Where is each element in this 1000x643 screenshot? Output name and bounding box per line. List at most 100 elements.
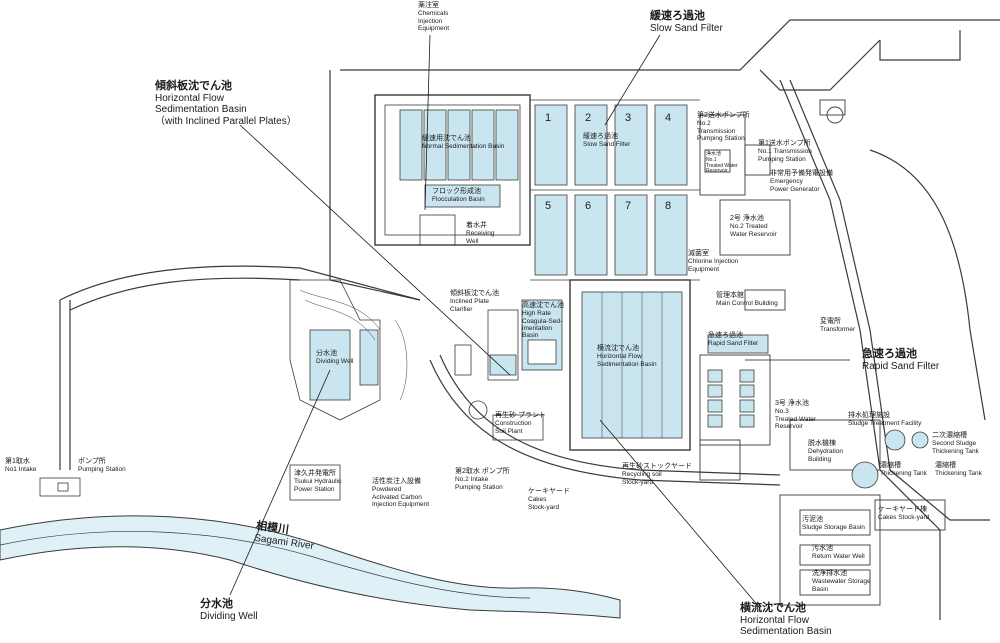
filter-bed-4 <box>654 104 688 186</box>
label-jp: 洗浄排水池 <box>812 570 847 577</box>
label-en: Sedimentation Basin <box>597 360 657 368</box>
label-en: High Rate <box>522 310 551 318</box>
roads <box>59 19 1000 620</box>
callout-leaders <box>229 34 850 609</box>
label-jp: 濃縮槽 <box>935 462 956 469</box>
second-thickening-circle <box>911 431 929 449</box>
label-en: Activated Carbon <box>372 493 422 501</box>
label-no2-treated-reservoir: 2号 浄水池 No.2 Treated Water Reservoir <box>730 215 777 238</box>
label-flocculation: フロック形成池 Flocculation Basin <box>432 188 485 204</box>
label-jp: 着水井 <box>466 222 487 229</box>
filter-bed-7 <box>614 194 648 276</box>
label-jp: フロック形成池 <box>432 188 481 195</box>
label-jp: 分水池 <box>316 350 337 357</box>
filter-number-6: 6 <box>585 200 592 212</box>
label-no1-intake: 第1取水 No1 Intake <box>5 458 36 474</box>
label-en: Basin <box>812 585 829 593</box>
label-en: Building <box>808 455 832 463</box>
callout-slow-sand-filter: 緩速ろ過池 Slow Sand Filter <box>650 10 723 34</box>
horizontal-flow-jp: 横流沈でん池 <box>740 602 806 614</box>
label-en: No.2 Intake <box>455 476 489 484</box>
label-sludge-storage: 汚泥池 Sludge Storage Basin <box>802 516 865 532</box>
horizontal-flow-basin-outline <box>569 279 691 451</box>
label-en: Sludge Treatment Facility <box>848 420 922 428</box>
normal-sedimentation-basins <box>399 109 519 181</box>
label-en: Main Control Building <box>716 300 778 308</box>
label-dehydration: 脱水機棟 Dehydration Building <box>808 440 843 463</box>
filter-bed-5 <box>534 194 568 276</box>
buildings-right <box>699 99 846 311</box>
label-en: Sludge Storage Basin <box>802 524 865 532</box>
label-jp: 第1送水ポンプ所 <box>758 140 811 147</box>
label-jp: 変電所 <box>820 318 841 325</box>
label-jp: 2号 浄水池 <box>730 215 764 222</box>
label-en: Dehydration <box>808 448 844 456</box>
label-jp: 傾斜板沈でん池 <box>450 290 499 297</box>
sagami-river <box>0 515 621 619</box>
label-pumping-station: ポンプ所 Pumping Station <box>78 458 126 474</box>
label-second-sludge-thickening: 二次濃縮槽 Second Sludge Thickening Tank <box>932 432 979 455</box>
label-en: Construction <box>495 420 532 428</box>
label-en: Cakes <box>528 496 547 504</box>
inclined-en2: Sedimentation Basin <box>155 104 247 116</box>
inclined-en3: （with Inclined Parallel Plates） <box>155 115 297 127</box>
label-en: Stock-yard <box>622 478 654 486</box>
label-en: Soil Plant <box>495 427 523 435</box>
callout-horizontal-flow: 横流沈でん池 Horizontal Flow Sedimentation Bas… <box>740 602 832 638</box>
label-jp: 高速沈でん池 <box>522 302 564 309</box>
label-jp: 津久井発電所 <box>294 470 336 477</box>
label-chemicals-injection: 薬注室 Chemicals Injection Equipment <box>418 2 449 32</box>
label-en: Powdered <box>372 486 402 494</box>
thickening-tank-circle-2 <box>851 461 879 489</box>
filter-number-2: 2 <box>585 112 592 124</box>
label-jp: 第2取水 ポンプ所 <box>455 468 510 475</box>
label-en: Thickening Tank <box>935 470 982 478</box>
dividing-well-en: Dividing Well <box>200 610 258 622</box>
label-en: Inclined Plate <box>450 298 490 306</box>
label-jp: 横流沈でん池 <box>597 345 639 352</box>
callout-dividing-well: 分水池 Dividing Well <box>200 598 258 622</box>
label-en: Horizontal Flow <box>597 353 642 361</box>
label-jp: 浄水池 <box>706 151 722 157</box>
label-treated-water-small: 浄水池 No.1 Treated Water Reservoir <box>706 151 738 175</box>
label-en: Treated Water <box>775 415 817 423</box>
label-main-control: 管理本館 Main Control Building <box>716 292 778 308</box>
label-en: imentation <box>522 324 552 332</box>
label-en: Transmission <box>697 127 736 135</box>
label-en: No.2 <box>697 120 711 128</box>
label-en: Flocculation Basin <box>432 196 485 204</box>
label-jp: 第1取水 <box>5 458 30 465</box>
filter-number-8: 8 <box>665 200 672 212</box>
filter-number-7: 7 <box>625 200 632 212</box>
callout-horizontal-flow-inclined: 傾斜板沈でん池 Horizontal Flow Sedimentation Ba… <box>155 80 297 127</box>
slow-sand-filter-beds <box>534 104 688 276</box>
label-en: Rapid Sand Filter <box>708 340 759 348</box>
sludge-facilities <box>779 419 946 606</box>
label-tsukui-power: 津久井発電所 Tsukui Hydraulic Power Station <box>294 470 341 493</box>
label-en: Return Water Well <box>812 553 865 561</box>
filter-bed-2 <box>574 104 608 186</box>
label-en: Power Generator <box>770 185 820 193</box>
label-en: Well <box>466 237 479 245</box>
label-en: Recycling soil <box>622 471 662 479</box>
label-jp: 活性炭注入設備 <box>372 478 421 485</box>
label-construction-soil: 再生砂 プラント Construction Soil Plant <box>495 412 546 435</box>
filter-bed-3 <box>614 104 648 186</box>
filter-bed-6 <box>574 194 608 276</box>
label-jp: ケーキヤード <box>528 488 570 495</box>
label-thickening-tank: 濃縮槽 Thickening Tank <box>880 462 927 478</box>
label-en: Second Sludge <box>932 440 977 448</box>
label-en: Pumping Station <box>78 466 126 474</box>
label-en: Coagula-Sed- <box>522 317 563 325</box>
label-no3-treated-reservoir: 3号 浄水池 No.3 Treated Water Reservoir <box>775 400 816 430</box>
label-en: Power Station <box>294 485 335 493</box>
high-rate-basins <box>487 299 563 381</box>
label-no1-transmission: 第1送水ポンプ所 No.1 Transmission Pumping Stati… <box>758 140 812 163</box>
label-en: Water Reservoir <box>730 230 777 238</box>
horizontal-flow-basin <box>581 291 683 439</box>
label-rapid-sand-filter-small: 急速ろ過池 Rapid Sand Filter <box>708 332 758 348</box>
label-en: Slow Sand Filter <box>583 141 631 149</box>
label-en: Thickening Tank <box>880 470 927 478</box>
label-jp: 濃縮槽 <box>880 462 901 469</box>
